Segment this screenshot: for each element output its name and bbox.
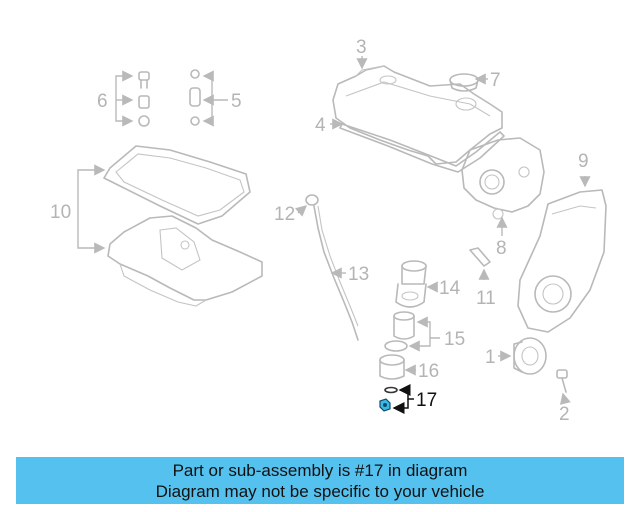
callout-7[interactable]: 7 (490, 70, 501, 91)
callout-labels: 1 2 3 4 5 6 7 8 9 10 11 12 13 14 15 16 1… (50, 37, 589, 425)
callout-9[interactable]: 9 (578, 151, 589, 172)
drain-plug-part[interactable] (379, 386, 398, 412)
callout-2[interactable]: 2 (559, 404, 570, 425)
callout-11[interactable]: 11 (476, 288, 496, 309)
valve-cover-gasket-part[interactable] (339, 123, 505, 173)
oil-filter-element-part[interactable] (384, 311, 415, 352)
parts-diagram: 1 2 3 4 5 6 7 8 9 10 11 12 13 14 15 16 1… (50, 37, 607, 425)
callout-3[interactable]: 3 (356, 37, 367, 58)
callout-1[interactable]: 1 (485, 347, 496, 368)
sensor-part[interactable] (469, 247, 491, 267)
crankshaft-pulley-part[interactable] (513, 337, 547, 375)
oil-filler-cap-part[interactable] (449, 73, 479, 92)
oil-pan-part[interactable] (107, 215, 263, 307)
callout-6[interactable]: 6 (97, 91, 108, 112)
callout-10[interactable]: 10 (50, 202, 71, 223)
callout-14[interactable]: 14 (439, 278, 461, 299)
callout-5[interactable]: 5 (231, 91, 242, 112)
oil-filter-housing-part[interactable] (395, 260, 427, 308)
leader-lines (77, 56, 591, 414)
oil-pan-gasket-part[interactable] (103, 145, 251, 225)
callout-12[interactable]: 12 (274, 204, 295, 225)
banner-line-1: Part or sub-assembly is #17 in diagram (172, 460, 468, 480)
callout-8[interactable]: 8 (496, 238, 507, 259)
callout-15[interactable]: 15 (444, 329, 465, 350)
oil-filter-cap-part[interactable] (379, 354, 405, 380)
callout-17[interactable]: 17 (416, 390, 437, 411)
timing-cover-part[interactable] (461, 137, 545, 220)
timing-case-part[interactable] (517, 189, 607, 333)
info-banner: Part or sub-assembly is #17 in diagram D… (16, 457, 624, 504)
bolt-kit-part[interactable] (138, 69, 201, 127)
banner-line-2: Diagram may not be specific to your vehi… (155, 481, 485, 501)
callout-4[interactable]: 4 (315, 115, 326, 136)
valve-cover-part[interactable] (332, 65, 503, 165)
pulley-bolt-part[interactable] (556, 369, 568, 393)
callout-13[interactable]: 13 (348, 264, 369, 285)
callout-16[interactable]: 16 (418, 361, 439, 382)
